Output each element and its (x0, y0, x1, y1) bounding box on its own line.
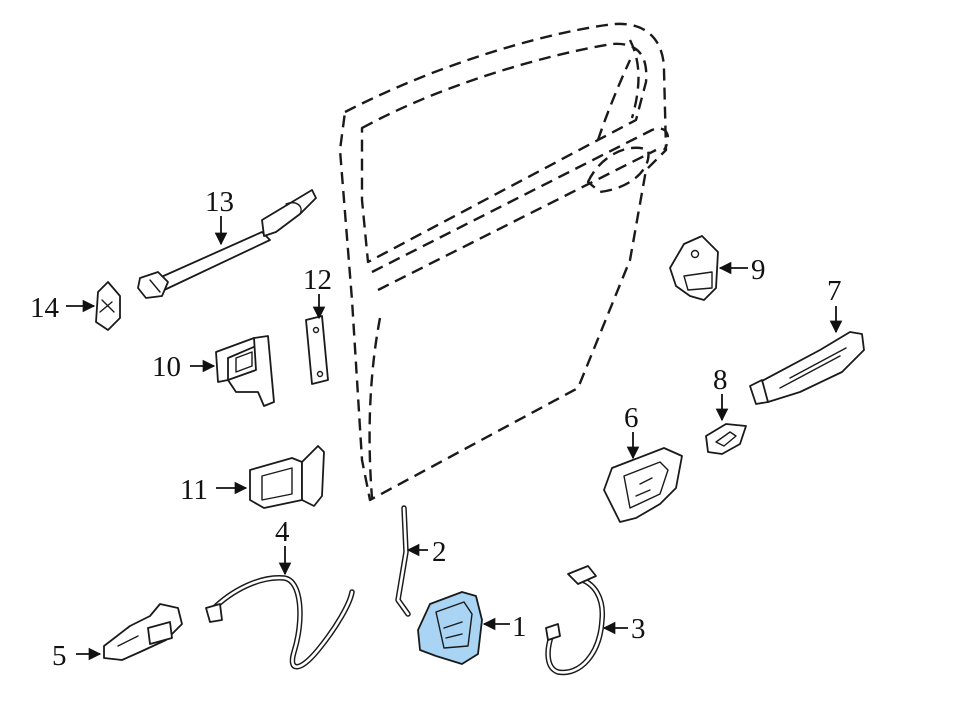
callout-3: 3 (631, 613, 646, 645)
callout-5: 5 (52, 640, 67, 672)
callout-9: 9 (751, 254, 766, 286)
callout-6: 6 (624, 402, 639, 434)
callout-1: 1 (512, 611, 527, 643)
part-handle-cap (705, 423, 747, 455)
callout-11: 11 (180, 474, 208, 506)
callout-8: 8 (713, 364, 728, 396)
part-outside-handle (749, 331, 865, 405)
part-inside-handle (103, 603, 183, 661)
part-door-check-strap (137, 189, 317, 299)
callout-leaders (66, 216, 843, 661)
part-trim-strip (305, 315, 329, 385)
callout-12: 12 (303, 264, 332, 296)
part-door-lock-actuator[interactable] (417, 591, 483, 665)
part-release-cable (205, 575, 355, 670)
callout-7: 7 (827, 275, 842, 307)
callout-2: 2 (432, 536, 447, 568)
callout-10: 10 (152, 351, 181, 383)
part-striker (669, 235, 719, 301)
part-bumper-clip (95, 281, 121, 331)
part-lock-rod (395, 505, 411, 617)
part-wire-harness (545, 565, 606, 676)
callout-numbers: 1 2 3 4 5 6 7 8 9 10 11 12 13 14 (30, 186, 842, 672)
callout-14: 14 (30, 292, 60, 324)
part-lower-hinge (249, 445, 325, 509)
part-handle-bracket (603, 447, 683, 523)
part-upper-hinge (215, 335, 275, 407)
callout-13: 13 (205, 186, 234, 218)
callout-4: 4 (275, 516, 290, 548)
door-outline (338, 22, 670, 502)
